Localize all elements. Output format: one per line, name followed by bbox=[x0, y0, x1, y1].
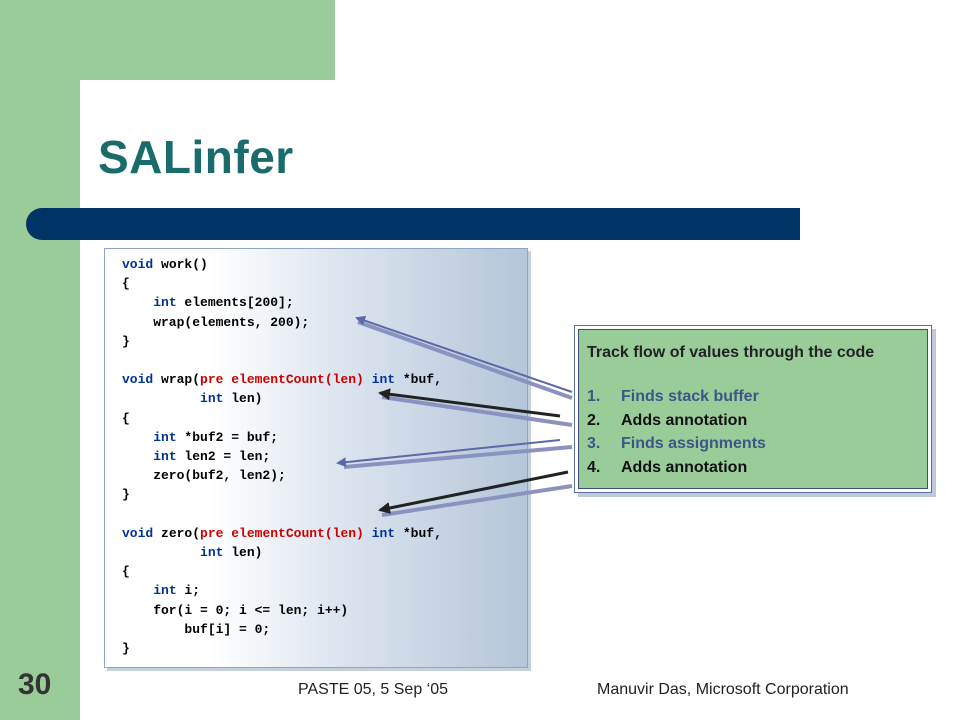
code-line: } bbox=[122, 334, 130, 349]
code-keyword: int bbox=[200, 545, 224, 561]
code-text: len) bbox=[223, 545, 263, 561]
step-number: 4. bbox=[587, 458, 601, 476]
code-text: for(i = 0; i <= len; i++) bbox=[122, 602, 349, 618]
code-text: { bbox=[122, 276, 130, 292]
code-line: int i; bbox=[122, 583, 200, 598]
code-text: len) bbox=[223, 391, 263, 407]
code-text bbox=[122, 545, 200, 560]
code-keyword: int bbox=[153, 429, 177, 445]
code-text bbox=[122, 391, 200, 406]
slide-title: SALinfer bbox=[98, 131, 294, 183]
code-text: wrap(elements, 200); bbox=[122, 314, 310, 330]
code-keyword: void bbox=[122, 257, 154, 272]
code-line: for(i = 0; i <= len; i++) bbox=[122, 603, 348, 618]
left-green-band bbox=[0, 0, 80, 720]
code-keyword: int bbox=[371, 372, 396, 388]
slide-number: 30 bbox=[18, 668, 52, 701]
code-line: int elements[200]; bbox=[122, 295, 294, 311]
step-item: 1. Finds stack buffer bbox=[587, 385, 766, 409]
code-text: } bbox=[122, 487, 130, 503]
code-keyword: int bbox=[153, 583, 177, 599]
code-text: wrap( bbox=[153, 372, 201, 388]
code-keyword: void bbox=[122, 372, 154, 388]
code-line: void zero(pre elementCount(len) int *buf… bbox=[122, 526, 442, 541]
code-text: zero( bbox=[153, 525, 201, 541]
callout-title: Track flow of values through the code bbox=[587, 344, 875, 361]
code-text bbox=[122, 295, 153, 310]
code-text: elements[200]; bbox=[176, 295, 294, 311]
code-text: { bbox=[122, 564, 130, 580]
code-text: zero(buf2, len2); bbox=[122, 468, 286, 484]
step-text: Finds assignments bbox=[621, 435, 766, 452]
code-keyword: int bbox=[200, 391, 224, 407]
title-underline-bar bbox=[26, 208, 800, 240]
code-line: { bbox=[122, 564, 130, 579]
code-text: work() bbox=[153, 257, 208, 272]
step-text: Finds stack buffer bbox=[621, 388, 759, 405]
code-text: i; bbox=[176, 583, 201, 599]
top-green-band bbox=[80, 0, 335, 80]
code-text: } bbox=[122, 641, 130, 657]
code-text bbox=[122, 430, 153, 445]
code-text bbox=[364, 372, 372, 387]
code-text: len2 = len; bbox=[176, 449, 271, 465]
code-line: int *buf2 = buf; bbox=[122, 430, 278, 445]
rounded-corner bbox=[80, 80, 130, 130]
footer-author: Manuvir Das, Microsoft Corporation bbox=[597, 681, 849, 698]
code-line: } bbox=[122, 487, 130, 502]
code-line: wrap(elements, 200); bbox=[122, 315, 309, 330]
code-text: buf[i] = 0; bbox=[122, 621, 271, 637]
step-number: 1. bbox=[587, 388, 601, 405]
code-text bbox=[122, 449, 153, 464]
step-number: 3. bbox=[587, 435, 601, 452]
callout-box bbox=[578, 329, 928, 489]
code-text: *buf2 = buf; bbox=[176, 429, 279, 445]
code-line: zero(buf2, len2); bbox=[122, 468, 286, 483]
code-line: void wrap(pre elementCount(len) int *buf… bbox=[122, 372, 442, 387]
code-text: *buf, bbox=[395, 372, 442, 388]
code-line: buf[i] = 0; bbox=[122, 622, 270, 637]
step-item: 3. Finds assignments bbox=[587, 432, 766, 456]
code-block: void work() { int elements[200]; wrap(el… bbox=[122, 255, 442, 658]
footer-event: PASTE 05, 5 Sep ‘05 bbox=[298, 681, 449, 698]
code-line: int len2 = len; bbox=[122, 449, 270, 464]
code-text: { bbox=[122, 410, 130, 426]
code-line: int len) bbox=[122, 545, 262, 560]
code-line: } bbox=[122, 641, 130, 656]
step-text: Adds annotation bbox=[621, 411, 748, 429]
code-annotation: pre elementCount(len) bbox=[200, 525, 364, 541]
code-line: int len) bbox=[122, 391, 262, 406]
code-text: } bbox=[122, 333, 130, 349]
code-line: { bbox=[122, 276, 130, 291]
code-text bbox=[122, 583, 153, 598]
callout-steps: 1. Finds stack buffer 2. Adds annotation 3… bbox=[587, 385, 766, 479]
code-annotation: pre elementCount(len) bbox=[200, 372, 364, 388]
step-item: 2. Adds annotation bbox=[587, 409, 766, 433]
code-keyword: int bbox=[153, 295, 177, 311]
code-keyword: void bbox=[122, 525, 154, 541]
code-line: { bbox=[122, 411, 130, 426]
code-keyword: int bbox=[153, 449, 177, 465]
code-text: *buf, bbox=[395, 525, 442, 541]
step-text: Adds annotation bbox=[621, 458, 748, 476]
code-keyword: int bbox=[371, 525, 396, 541]
step-number: 2. bbox=[587, 411, 601, 429]
code-text bbox=[364, 526, 372, 541]
code-line: void work() bbox=[122, 257, 208, 272]
step-item: 4. Adds annotation bbox=[587, 456, 766, 480]
